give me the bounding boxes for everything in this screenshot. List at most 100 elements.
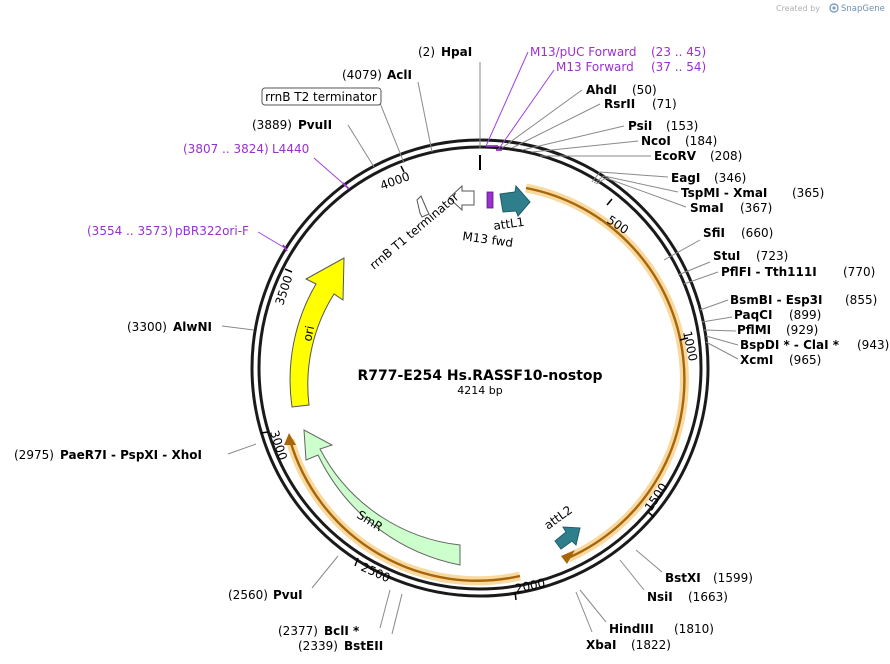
enzyme-name-paer7i[interactable]: PaeR7I - PspXI - XhoI: [60, 448, 202, 462]
primer-name-l4440[interactable]: L4440: [272, 142, 309, 156]
tick-2000: [514, 591, 517, 601]
primer-name-m13f[interactable]: M13 Forward: [556, 60, 634, 74]
leader-paer7i: [227, 443, 257, 455]
enzyme-pos-ecorv: (208): [710, 149, 742, 163]
enzyme-name-paqci[interactable]: PaqCI: [734, 308, 772, 322]
enzyme-name-hindiii[interactable]: HindIII: [609, 622, 654, 636]
primer-leader-l4440: [313, 157, 347, 187]
rrnb-t1-feature[interactable]: [448, 184, 475, 212]
attl1-feature[interactable]: [499, 184, 531, 217]
enzyme-labels: (2) HpaI (4079) AclI (3889) PvuII AhdI (…: [14, 45, 889, 653]
tick-3000: [260, 431, 269, 434]
enzyme-name-psii[interactable]: PsiI: [628, 119, 652, 133]
scale-ticks: [260, 165, 689, 601]
primer-name-m13puc[interactable]: M13/pUC Forward: [530, 45, 637, 59]
tick-label-2000: 2000: [514, 576, 547, 596]
enzyme-pos-paer7i: (2975): [14, 448, 54, 462]
enzyme-name-xcmi[interactable]: XcmI: [740, 353, 773, 367]
enzyme-pos-hpai: (2): [418, 45, 435, 59]
leader-psii: [521, 125, 625, 151]
enzyme-name-bsteii[interactable]: BstEII: [344, 639, 383, 653]
attl2-feature[interactable]: [554, 526, 581, 550]
leader-pvui: [311, 555, 339, 589]
enzyme-name-bsmbi[interactable]: BsmBI - Esp3I: [730, 293, 822, 307]
enzyme-name-ecorv[interactable]: EcoRV: [654, 149, 697, 163]
leader-xbai: [575, 591, 593, 633]
leader-acli: [417, 81, 433, 153]
ori-feature[interactable]: [289, 257, 345, 408]
primer-name-pbr322[interactable]: pBR322ori-F: [175, 224, 249, 238]
enzyme-name-pvuii[interactable]: PvuII: [298, 118, 332, 132]
orf-arc-bottom-arrow: [284, 433, 296, 445]
leader-alwni: [221, 325, 255, 331]
primer-range-m13puc: (23 .. 45): [651, 45, 706, 59]
leader-pflfi: [683, 271, 719, 285]
attl1-label: attL1: [492, 215, 525, 233]
enzyme-name-pflmi[interactable]: PflMI: [737, 323, 771, 337]
enzyme-pos-smai: (367): [740, 201, 772, 215]
leader-rrnbt2: [320, 97, 405, 164]
tick-label-4000: 4000: [378, 169, 411, 193]
enzyme-name-pflfi[interactable]: PflFI - Tth111I: [721, 265, 817, 279]
leader-smai: [595, 177, 687, 208]
enzyme-name-bstxi[interactable]: BstXI: [665, 571, 701, 585]
enzyme-name-xbai[interactable]: XbaI: [586, 638, 616, 652]
enzyme-name-pvui[interactable]: PvuI: [273, 588, 303, 602]
leader-bsteii: [391, 593, 403, 635]
rrnb-t2-label-box: [261, 87, 382, 106]
enzyme-name-hpai[interactable]: HpaI: [441, 45, 472, 59]
leader-rsrii: [511, 103, 601, 149]
orf-arrow-head: [561, 550, 575, 564]
enzyme-name-smai[interactable]: SmaI: [690, 201, 724, 215]
enzyme-pos-nsii: (1663): [688, 590, 728, 604]
leader-bstxi: [635, 549, 663, 573]
tick-3500: [284, 268, 293, 273]
rrnb-t2-feature[interactable]: [416, 195, 430, 218]
enzyme-name-sfii[interactable]: SfiI: [703, 226, 725, 240]
primer-range-m13f: (37 .. 54): [651, 60, 706, 74]
leader-pflmi: [703, 329, 737, 332]
m13fwd-feature[interactable]: [486, 191, 494, 209]
leader-paqci: [701, 316, 733, 323]
enzyme-name-acli[interactable]: AclI: [387, 68, 412, 82]
enzyme-name-ahdi[interactable]: AhdI: [586, 83, 617, 97]
tick-1000: [679, 337, 689, 341]
enzyme-pos-bsteii: (2339): [298, 639, 338, 653]
enzyme-pos-bstxi: (1599): [713, 571, 753, 585]
enzyme-pos-eagi: (346): [714, 171, 746, 185]
enzyme-name-ncoi[interactable]: NcoI: [641, 134, 671, 148]
enzyme-name-stui[interactable]: StuI: [713, 249, 740, 263]
enzyme-name-nsii[interactable]: NsiI: [647, 590, 673, 604]
enzyme-pos-pvuii: (3889): [252, 118, 292, 132]
enzyme-name-tspmi[interactable]: TspMI - XmaI: [681, 186, 767, 200]
primer-leader-pbr322: [257, 231, 286, 249]
watermark-text: Created by: [776, 4, 820, 13]
leader-bcli: [379, 589, 391, 629]
enzyme-pos-alwni: (3300): [127, 320, 167, 334]
enzyme-name-bspdi[interactable]: BspDI * - ClaI *: [740, 338, 840, 352]
snapgene-logo-icon: [829, 3, 839, 13]
enzyme-pos-ncoi: (184): [685, 134, 717, 148]
leader-stui: [677, 261, 711, 276]
primer-leader-m13puc: [485, 51, 529, 147]
leader-hindiii: [579, 589, 607, 623]
leader-tspmi: [593, 175, 679, 193]
enzyme-name-rsrii[interactable]: RsrII: [604, 97, 635, 111]
rrnb-t2-label[interactable]: rrnB T2 terminator: [265, 90, 377, 104]
enzyme-pos-stui: (723): [756, 249, 788, 263]
leader-ahdi: [501, 89, 583, 149]
enzyme-pos-hindiii: (1810): [674, 622, 714, 636]
orf-arc-bottom: [288, 439, 521, 582]
primer-range-l4440: (3807 .. 3824): [183, 142, 269, 156]
enzyme-name-bcli[interactable]: BclI *: [324, 624, 360, 638]
enzyme-pos-sfii: (660): [741, 226, 773, 240]
enzyme-name-eagi[interactable]: EagI: [671, 171, 700, 185]
tick-1500: [647, 511, 655, 518]
primer-range-pbr322: (3554 .. 3573): [87, 224, 173, 238]
enzyme-name-alwni[interactable]: AlwNI: [173, 320, 212, 334]
enzyme-pos-xbai: (1822): [631, 638, 671, 652]
smr-feature[interactable]: [303, 429, 461, 566]
leader-pvuii: [347, 124, 375, 168]
